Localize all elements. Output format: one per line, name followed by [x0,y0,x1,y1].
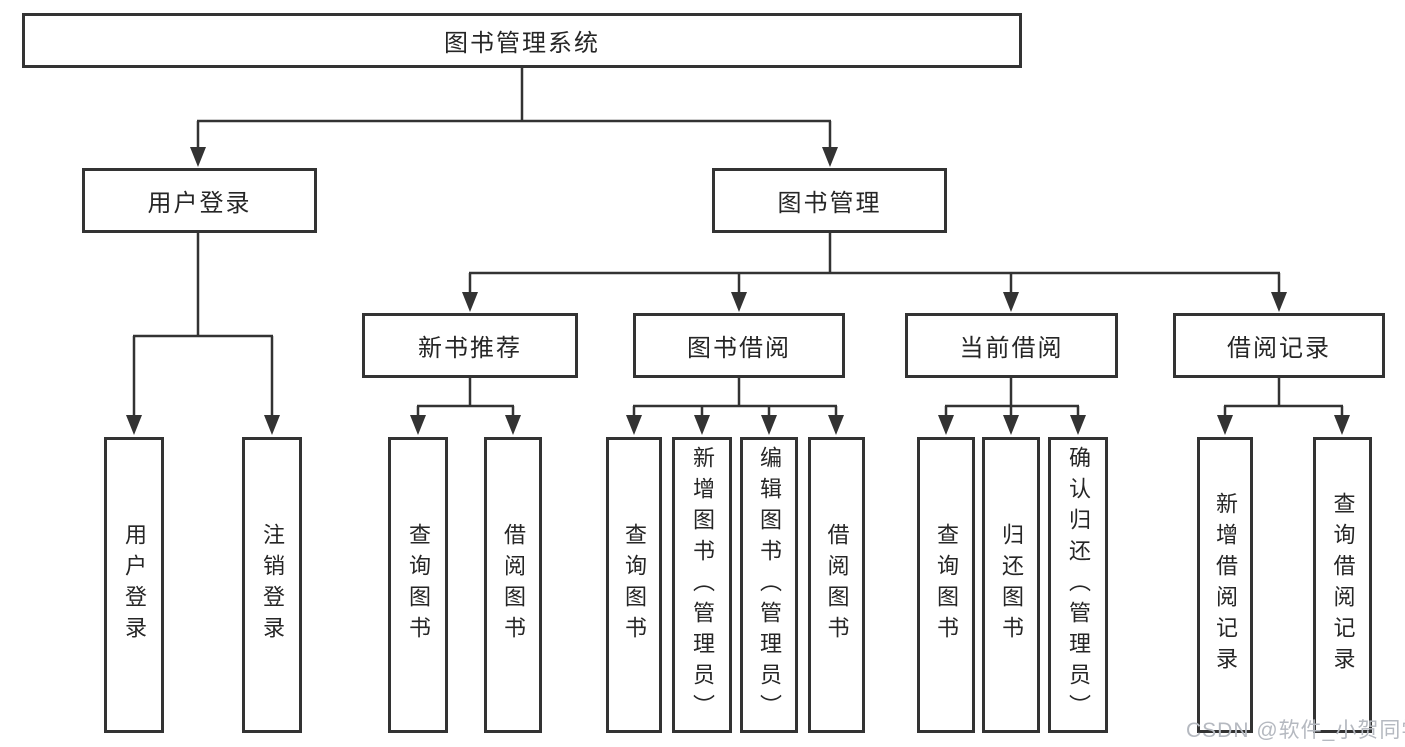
node-label: 当前借阅 [959,335,1064,362]
leaf-query-books-borrow: 查询图书 [606,437,662,733]
node-label: 查询图书 [622,523,647,647]
node-label: 新增图书（管理员） [690,445,715,725]
node-label: 确认归还（管理员） [1066,445,1091,725]
node-label: 编辑图书（管理员） [757,445,782,725]
node-label: 借阅图书 [501,523,526,647]
node-book-management: 图书管理 [712,168,947,233]
node-label: 查询借阅记录 [1330,492,1356,678]
leaf-query-books-recommend: 查询图书 [388,437,448,733]
node-root-library-system: 图书管理系统 [22,13,1022,68]
node-borrow-records: 借阅记录 [1173,313,1385,378]
leaf-borrow-books: 借阅图书 [808,437,865,733]
node-label: 图书管理系统 [444,30,600,57]
node-label: 借阅图书 [824,523,850,647]
leaf-borrow-books-recommend: 借阅图书 [484,437,542,733]
leaf-query-borrow-record: 查询借阅记录 [1313,437,1372,733]
node-label: 查询图书 [934,523,959,647]
leaf-return-book: 归还图书 [982,437,1040,733]
node-label: 图书借阅 [687,335,791,362]
node-label: 图书管理 [777,190,882,217]
leaf-confirm-return-admin: 确认归还（管理员） [1048,437,1108,733]
node-label: 查询图书 [406,523,431,647]
node-label: 用户登录 [147,190,252,217]
csdn-watermark: CSDN @软件_小贺同学 [1186,719,1405,742]
node-current-borrow: 当前借阅 [905,313,1118,378]
leaf-user-login: 用户登录 [104,437,164,733]
node-label: 借阅记录 [1227,335,1331,362]
node-book-borrow: 图书借阅 [633,313,845,378]
leaf-logout-login: 注销登录 [242,437,302,733]
node-label: 新增借阅记录 [1213,492,1238,678]
node-label: 新书推荐 [418,335,522,362]
leaf-add-book-admin: 新增图书（管理员） [672,437,732,733]
leaf-edit-book-admin: 编辑图书（管理员） [740,437,798,733]
node-label: 注销登录 [260,523,285,647]
node-new-book-recommend: 新书推荐 [362,313,578,378]
node-label: 归还图书 [999,523,1024,647]
node-label: 用户登录 [122,523,147,647]
leaf-add-borrow-record: 新增借阅记录 [1197,437,1253,733]
node-user-login: 用户登录 [82,168,317,233]
leaf-query-books-current: 查询图书 [917,437,975,733]
